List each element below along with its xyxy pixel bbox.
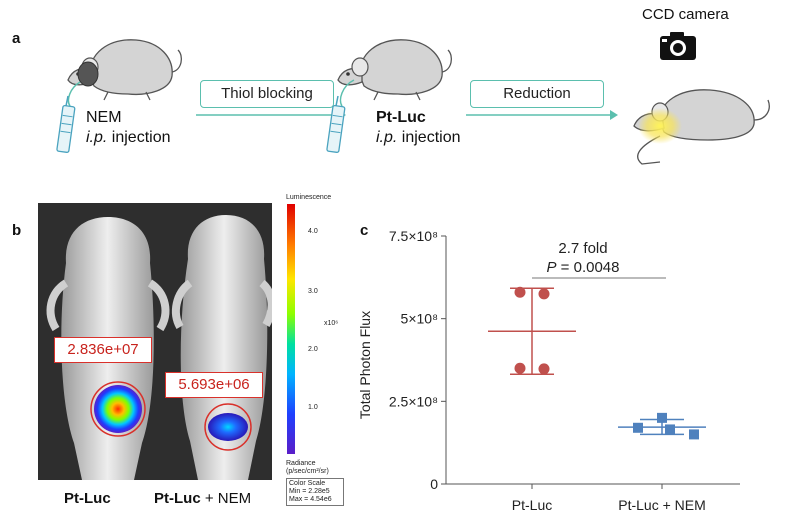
- data-point: [538, 363, 550, 375]
- mouse-with-syringe-1: [56, 39, 183, 153]
- bioluminescence-glow: [638, 108, 682, 144]
- step2-line2: i.p. injection: [376, 128, 461, 148]
- luminescence-color-bar: [287, 204, 295, 454]
- syringe-icon: [326, 79, 355, 153]
- y-tick-label: 2.5×10⁸: [389, 393, 438, 409]
- step1-line1: NEM: [86, 109, 122, 126]
- glowing-mouse: [633, 89, 770, 165]
- data-point: [657, 412, 667, 423]
- x-tick-label: Pt-Luc: [512, 497, 552, 513]
- panel-b-letter: b: [12, 222, 22, 239]
- step2-label: Pt-Luc i.p. injection: [376, 108, 461, 148]
- color-scale-box: Color Scale Min = 2.28e5 Max = 4.54e6: [286, 478, 344, 506]
- roi-label-right: 5.693e+06: [165, 372, 263, 398]
- y-axis-label: Total Photon Flux: [357, 311, 373, 419]
- data-point: [633, 422, 643, 433]
- scale-unit-line1: Radiance: [286, 460, 316, 467]
- step1-line2-rest: injection: [107, 129, 171, 146]
- panel-c-letter: c: [360, 222, 369, 239]
- caption-right-bold: Pt-Luc: [154, 490, 201, 507]
- scale-tick-2: 3.0: [308, 288, 318, 295]
- scale-title: Luminescence: [286, 194, 332, 201]
- p-italic: P: [547, 259, 557, 276]
- roi-circle-left: [90, 381, 146, 437]
- step2-line1: Pt-Luc: [376, 108, 461, 128]
- roi-label-left: 2.836e+07: [54, 337, 152, 363]
- data-point: [538, 288, 550, 300]
- step2-line2-italic: i.p.: [376, 129, 398, 146]
- chart-marks: [488, 286, 706, 440]
- step1-line2: i.p. injection: [86, 128, 171, 148]
- caption-right-rest: + NEM: [200, 490, 252, 507]
- scale-tick-4: 1.0: [308, 404, 318, 411]
- signal-spot-left: [94, 385, 142, 433]
- bioluminescence-photo: [38, 203, 272, 480]
- data-point: [514, 286, 526, 298]
- caption-right: Pt-Luc + NEM: [154, 490, 251, 507]
- mouse-right-photo: [171, 215, 272, 480]
- photon-flux-chart: 0 2.5×10⁸ 5×10⁸ 7.5×10⁸ Pt-Luc Pt-Luc + NEM T…: [357, 228, 740, 513]
- mouse-with-syringe-2: [326, 39, 453, 153]
- color-scale-line3: Max = 4.54e6: [289, 496, 332, 503]
- data-point: [689, 429, 699, 440]
- fold-annotation: 2.7 fold: [558, 240, 607, 257]
- y-tick-label: 7.5×10⁸: [389, 228, 438, 244]
- x-tick-label: Pt-Luc + NEM: [618, 497, 706, 513]
- step2-line2-rest: injection: [397, 129, 461, 146]
- scale-exponent: x10⁶: [324, 320, 339, 327]
- mouse-body-2: [337, 39, 453, 101]
- color-scale-line1: Color Scale: [289, 480, 326, 487]
- step2-line1-bold: Pt-Luc: [376, 109, 426, 126]
- color-scale-line2: Min = 2.28e5: [289, 488, 330, 495]
- scale-unit: Radiance (p/sec/cm²/sr): [286, 460, 329, 476]
- chart-axes: 0 2.5×10⁸ 5×10⁸ 7.5×10⁸ Pt-Luc Pt-Luc + NEM: [389, 228, 740, 513]
- roi-circle-right: [204, 403, 252, 451]
- camera-icon: [660, 32, 696, 60]
- step1-label: NEM i.p. injection: [86, 108, 171, 148]
- arrow-2-icon: [466, 110, 618, 120]
- p-rest: = 0.0048: [557, 259, 620, 276]
- p-value-annotation: P = 0.0048: [547, 259, 620, 276]
- injection-site: [77, 61, 99, 87]
- syringe-icon: [56, 81, 81, 153]
- thiol-blocking-box: Thiol blocking: [200, 80, 334, 108]
- data-point: [514, 362, 526, 374]
- camera-label: CCD camera: [642, 6, 729, 23]
- scale-unit-line2: (p/sec/cm²/sr): [286, 468, 329, 475]
- scale-tick-3: 2.0: [308, 346, 318, 353]
- scale-tick-1: 4.0: [308, 228, 318, 235]
- caption-left-bold: Pt-Luc: [64, 490, 111, 507]
- data-point: [665, 424, 675, 435]
- reduction-box: Reduction: [470, 80, 604, 108]
- signal-spot-right: [208, 413, 248, 441]
- panel-a-letter: a: [12, 30, 21, 47]
- step1-line2-italic: i.p.: [86, 129, 108, 146]
- caption-left: Pt-Luc: [64, 490, 111, 507]
- y-tick-label: 5×10⁸: [401, 311, 439, 327]
- y-tick-label: 0: [430, 476, 438, 492]
